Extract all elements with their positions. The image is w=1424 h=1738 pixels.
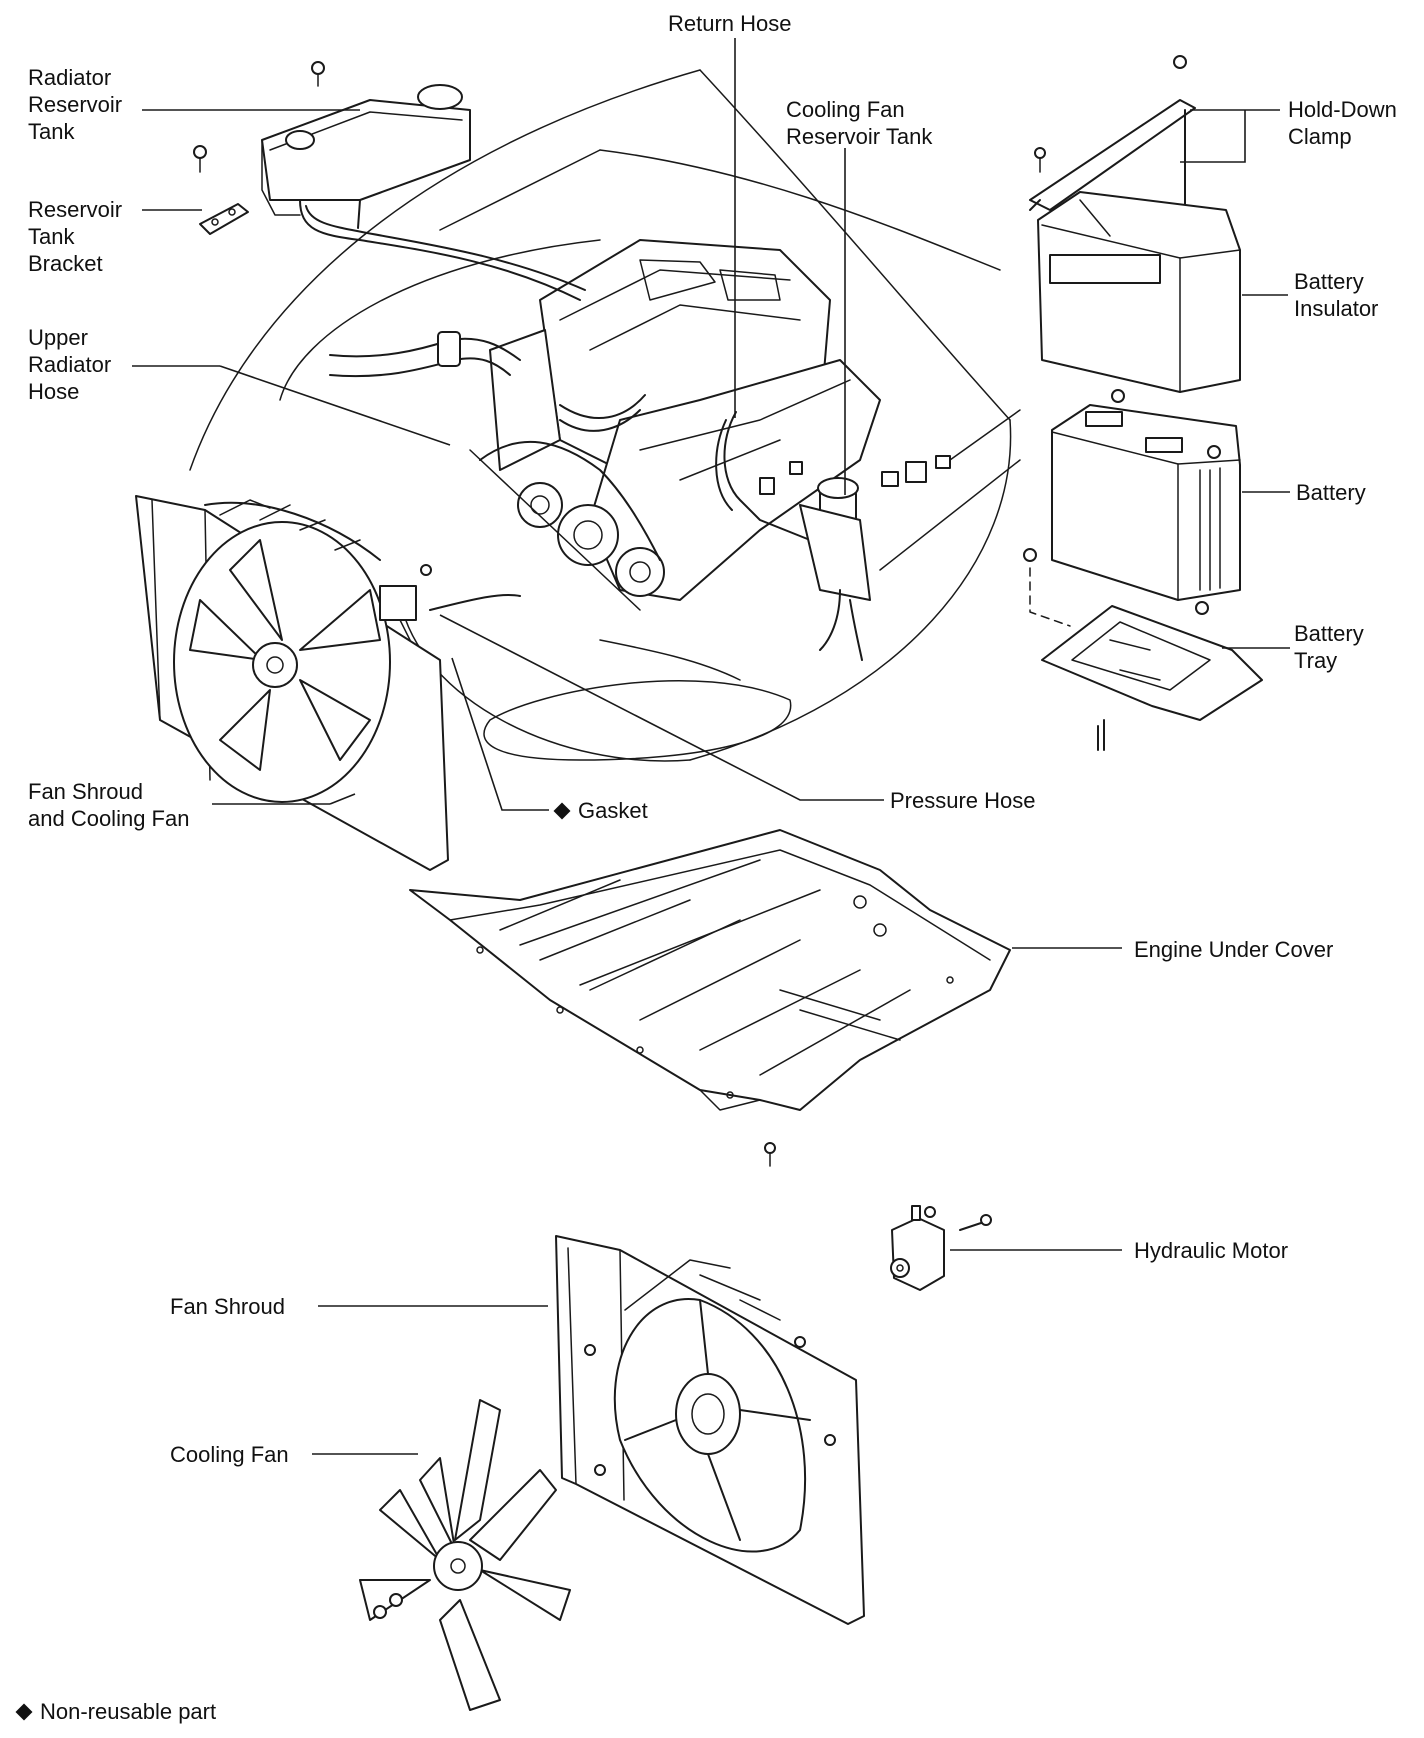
fan-shroud-exploded (555, 1235, 865, 1625)
engine-block (469, 239, 881, 611)
label-radiator-reservoir-tank: Radiator Reservoir Tank (28, 65, 123, 144)
label-battery-insulator: Battery Insulator (1294, 269, 1379, 321)
engine-bay-outline (189, 69, 1012, 762)
label-battery-tray: Battery Tray (1294, 621, 1364, 673)
engine-under-cover (409, 829, 1011, 1167)
battery (1051, 389, 1241, 601)
battery-tray (1023, 548, 1263, 751)
diamond-icon (15, 1703, 33, 1721)
label-gasket: Gasket (552, 797, 648, 824)
label-fan-shroud-and-cooling-fan: Fan Shroud and Cooling Fan (28, 779, 190, 831)
hydraulic-motor (890, 1205, 992, 1291)
legend-non-reusable-part: Non-reusable part (15, 1698, 216, 1725)
label-engine-under-cover: Engine Under Cover (1134, 937, 1334, 962)
label-cooling-fan-reservoir-tank: Cooling Fan Reservoir Tank (786, 97, 933, 149)
fan-shroud-and-cooling-fan (135, 495, 521, 871)
label-reservoir-tank-bracket: Reservoir Tank Bracket (28, 197, 123, 276)
label-fan-shroud: Fan Shroud (170, 1294, 285, 1319)
label-return-hose: Return Hose (668, 11, 792, 36)
reservoir-tank-bracket (199, 203, 249, 235)
label-upper-radiator-hose: Upper Radiator Hose (28, 325, 112, 404)
engine-hardware (759, 409, 1021, 571)
cooling-fan-exploded (359, 1399, 571, 1711)
battery-insulator (1037, 191, 1241, 393)
upper-radiator-hose (329, 331, 521, 378)
label-pressure-hose: Pressure Hose (890, 788, 1036, 813)
label-cooling-fan: Cooling Fan (170, 1442, 289, 1467)
leader-lines (132, 38, 1290, 1455)
radiator-reservoir-tank (193, 61, 586, 301)
label-battery: Battery (1296, 480, 1366, 505)
cooling-fan-reservoir-tank (715, 411, 871, 661)
diamond-icon (553, 802, 571, 820)
label-hydraulic-motor: Hydraulic Motor (1134, 1238, 1289, 1263)
label-hold-down-clamp: Hold-Down Clamp (1288, 97, 1397, 149)
